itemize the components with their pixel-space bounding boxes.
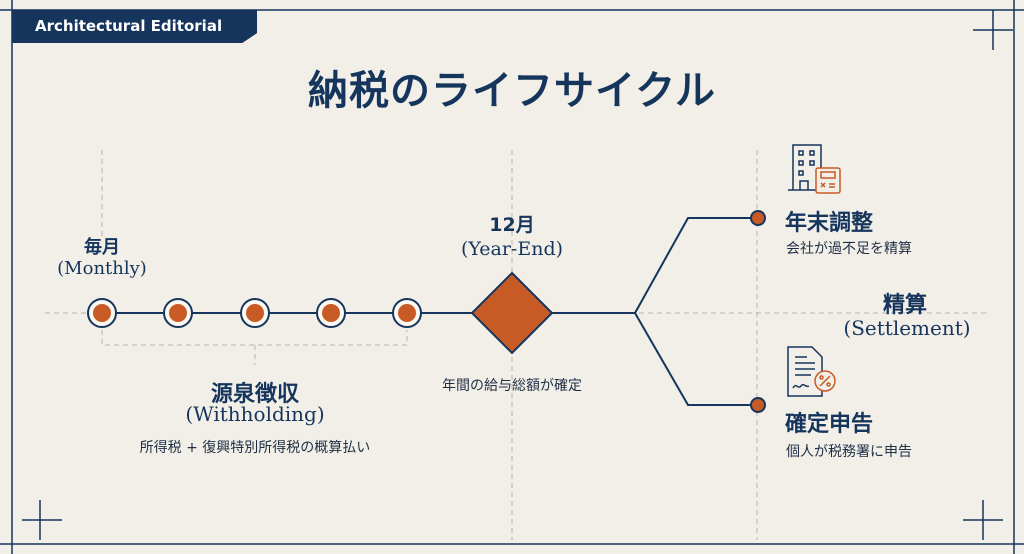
year-end-desc: 年間の給与総額が確定 bbox=[442, 378, 582, 394]
monthly-dot bbox=[93, 304, 111, 322]
monthly-dots bbox=[87, 298, 422, 328]
corner-cross-icon bbox=[963, 500, 1003, 540]
year-end-diamond bbox=[470, 271, 554, 355]
corner-cross-icon bbox=[973, 10, 1013, 50]
building-calculator-icon bbox=[788, 144, 841, 194]
monthly-label-en: (Monthly) bbox=[57, 258, 147, 279]
settlement-label-en: (Settlement) bbox=[843, 316, 971, 340]
branch-dot bbox=[750, 397, 766, 413]
tax-return-desc: 個人が税務署に申告 bbox=[786, 444, 912, 460]
corner-cross-icon bbox=[22, 500, 62, 540]
tax-return-title: 確定申告 bbox=[785, 412, 874, 437]
branch-dot bbox=[750, 210, 766, 226]
monthly-dot bbox=[322, 304, 340, 322]
monthly-dot bbox=[169, 304, 187, 322]
monthly-dot bbox=[398, 304, 416, 322]
settlement-label: 精算 bbox=[882, 293, 928, 318]
year-end-label-en: (Year-End) bbox=[460, 238, 564, 260]
year-end-adjustment-title: 年末調整 bbox=[785, 211, 874, 236]
withholding-label: 源泉徴収 bbox=[210, 382, 300, 407]
document-percent-icon bbox=[787, 346, 836, 397]
timeline bbox=[102, 217, 755, 406]
year-end-label: 12月 bbox=[489, 214, 535, 236]
withholding-label-en: (Withholding) bbox=[185, 402, 325, 426]
monthly-label: 毎月 bbox=[84, 237, 120, 258]
monthly-dot bbox=[246, 304, 264, 322]
header-badge: Architectural Editorial bbox=[12, 10, 257, 43]
page-title: 納税のライフサイクル bbox=[308, 68, 716, 114]
withholding-desc: 所得税 + 復興特別所得税の概算払い bbox=[139, 440, 371, 456]
year-end-adjustment-desc: 会社が過不足を精算 bbox=[786, 241, 912, 257]
